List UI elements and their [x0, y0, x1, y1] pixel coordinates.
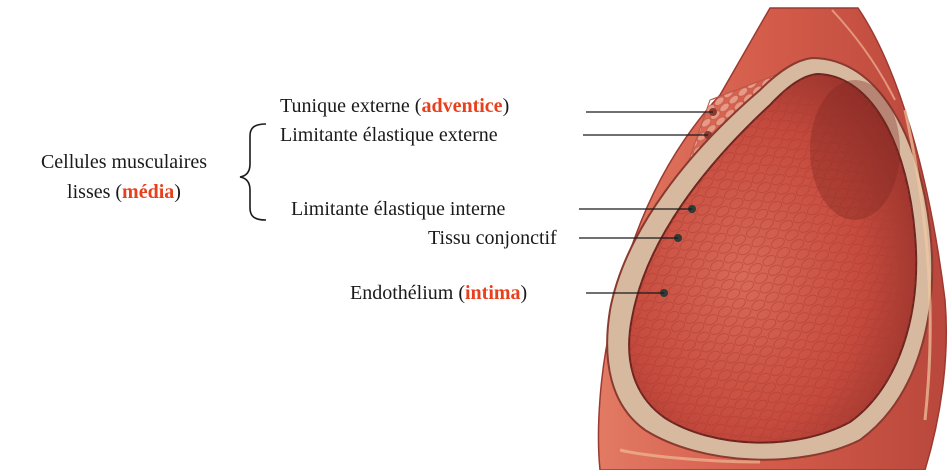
- label-intima-prefix: Endothélium (: [350, 282, 465, 304]
- media-brace: [240, 124, 266, 220]
- label-media-line2: lisses (média): [8, 177, 240, 207]
- label-limitante-externe: Limitante élastique externe: [280, 123, 498, 147]
- label-adventice-highlight: adventice: [421, 95, 502, 117]
- label-limitante-interne: Limitante élastique interne: [291, 197, 505, 221]
- label-intima-highlight: intima: [465, 282, 521, 304]
- label-media: Cellules musculaires lisses (média): [8, 147, 240, 207]
- label-adventice: Tunique externe (adventice): [280, 94, 509, 118]
- label-media-highlight: média: [122, 181, 174, 203]
- label-tissu-conjonctif: Tissu conjonctif: [428, 226, 557, 250]
- label-intima: Endothélium (intima): [350, 281, 527, 305]
- lumen-shadow: [810, 80, 900, 220]
- label-adventice-suffix: ): [503, 95, 510, 117]
- label-media-suffix: ): [174, 181, 181, 203]
- label-adventice-prefix: Tunique externe (: [280, 95, 421, 117]
- label-media-prefix: lisses (: [67, 181, 122, 203]
- label-media-line1: Cellules musculaires: [8, 147, 240, 177]
- label-intima-suffix: ): [521, 282, 528, 304]
